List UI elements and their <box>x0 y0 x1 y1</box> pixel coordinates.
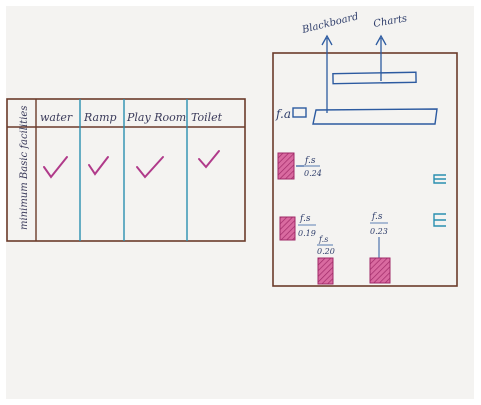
fs-sub-1: 0.24 <box>304 169 322 178</box>
check-mark-water <box>43 156 68 179</box>
column-header-play-room: Play Room <box>126 111 186 124</box>
fs-label-4: f.s <box>371 212 383 222</box>
column-header-toilet: Toilet <box>191 111 223 124</box>
fs-marker-4 <box>369 257 391 284</box>
charts-label: Charts <box>373 13 408 30</box>
fs-sub-3: 0.20 <box>317 247 335 256</box>
column-header-water: water <box>40 111 73 124</box>
fa-label: f.a <box>275 107 291 121</box>
check-mark-play-room <box>136 156 164 179</box>
classroom-plan: Blackboard Charts f.a f.s 0.24 f.s 0.19 … <box>272 11 458 287</box>
room-outline <box>272 52 458 287</box>
blackboard-arrow-head <box>321 34 333 46</box>
paper-sheet <box>6 6 474 399</box>
fs-label-2: f.s <box>299 214 311 224</box>
check-mark-toilet <box>198 150 220 169</box>
fs-sub-2: 0.19 <box>298 229 316 238</box>
blackboard <box>312 108 438 125</box>
table-border <box>6 98 246 242</box>
fs-marker-1 <box>277 152 295 180</box>
charts-arrow-head <box>375 34 387 46</box>
fs-marker-2 <box>279 216 296 241</box>
blackboard-label: Blackboard <box>300 11 360 36</box>
check-mark-ramp <box>88 156 109 176</box>
facilities-table: minimum Basic facilities water Ramp Play… <box>6 98 246 242</box>
window-icon-lower <box>433 213 446 227</box>
fa-box <box>292 107 307 118</box>
charts-board <box>332 71 417 85</box>
window-icon-upper <box>433 174 446 184</box>
fs-label-3: f.s <box>318 235 328 244</box>
column-header-ramp: Ramp <box>83 111 117 124</box>
fs-sub-4: 0.23 <box>370 227 388 236</box>
fs-marker-3 <box>317 257 334 285</box>
row-header-label: minimum Basic facilities <box>19 106 30 230</box>
fs-label-1: f.s <box>304 156 316 166</box>
